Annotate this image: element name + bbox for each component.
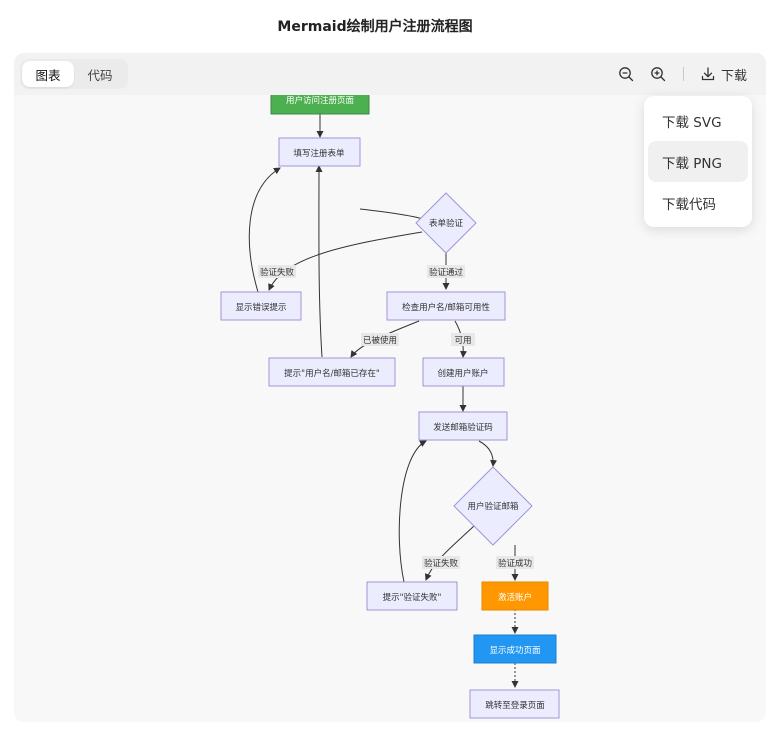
node-send-code[interactable] (418, 411, 508, 441)
menu-item-download-svg[interactable]: 下载 SVG (662, 114, 722, 131)
tab-code[interactable]: 代码 (87, 67, 113, 83)
node-login[interactable] (469, 689, 560, 719)
menu-item-download-code[interactable]: 下载代码 (662, 196, 716, 213)
node-create[interactable] (422, 357, 505, 387)
node-form-check-label: 表单验证 (429, 218, 464, 229)
flowchart-nodes: 用户访问注册页面 填写注册表单 表单验证 显示错误提示 检查用户名/邮箱可用性 … (220, 92, 560, 719)
node-exists-hint[interactable] (268, 357, 396, 387)
zoom-out-icon (619, 67, 634, 82)
edge-label-bg (451, 333, 475, 346)
menu-item-download-png[interactable]: 下载 PNG (648, 141, 748, 182)
download-menu: 下载 SVG 下载 PNG 下载代码 (644, 96, 752, 227)
node-fail-hint[interactable] (366, 581, 458, 611)
node-exists-hint-label: 提示"用户名/邮箱已存在" (284, 368, 380, 379)
view-switch: 图表 代码 (20, 59, 128, 89)
edge-label-bg (496, 556, 534, 569)
edge-verify-fail (424, 524, 476, 581)
edge-label-email-success: 验证成功 (498, 558, 532, 569)
node-start-label: 用户访问注册页面 (286, 95, 355, 106)
edge-label-bg (361, 333, 399, 346)
toolbar: 图表 代码 下载 (14, 53, 766, 95)
edge-label-available: 可用 (454, 336, 471, 346)
node-success-label: 显示成功页面 (489, 645, 541, 656)
node-success[interactable] (473, 634, 557, 664)
edge-label-form-fail: 验证失败 (260, 267, 295, 278)
flowchart-edge-labels: 验证失败 验证通过 已被使用 可用 验证失败 验证成功 (258, 265, 534, 569)
edge-label-bg (422, 556, 460, 569)
node-show-error[interactable] (220, 291, 302, 321)
node-create-label: 创建用户账户 (437, 368, 488, 379)
node-activate-label: 激活账户 (498, 592, 532, 603)
diagram-canvas: 验证失败 验证通过 已被使用 可用 验证失败 验证成功 用户访问注册页面 填写注… (14, 92, 766, 722)
edge-check-error (268, 231, 423, 291)
edge-error-fill (248, 167, 281, 293)
flowchart: 验证失败 验证通过 已被使用 可用 验证失败 验证成功 用户访问注册页面 填写注… (220, 92, 560, 719)
edge-fail-send (398, 440, 427, 583)
edge-label-used: 已被使用 (363, 335, 397, 346)
toolbar-divider (683, 67, 684, 81)
page-title: Mermaid绘制用户注册流程图 (277, 19, 473, 35)
edge-label-bg (258, 265, 296, 278)
tab-chart[interactable]: 图表 (22, 61, 74, 87)
node-verify-email[interactable] (453, 466, 533, 546)
edge-label-form-pass: 验证通过 (429, 267, 464, 278)
node-activate[interactable] (481, 581, 549, 611)
edge-send-verify (478, 440, 498, 467)
node-login-label: 跳转至登录页面 (485, 700, 545, 711)
node-fill-form[interactable] (278, 137, 361, 167)
zoom-out-button[interactable] (618, 64, 634, 84)
edge-label-email-fail: 验证失败 (424, 558, 459, 569)
download-label: 下载 (721, 68, 748, 84)
node-check-avail[interactable] (386, 291, 506, 321)
edge-exists-fill (315, 165, 323, 358)
zoom-in-icon (651, 67, 666, 82)
download-icon (701, 67, 715, 81)
edge-label-bg (427, 265, 465, 278)
node-check-avail-label: 检查用户名/邮箱可用性 (402, 302, 490, 313)
node-verify-email-label: 用户验证邮箱 (467, 501, 519, 512)
node-form-check[interactable] (415, 192, 477, 254)
zoom-in-button[interactable] (650, 64, 666, 84)
node-fail-hint-label: 提示"验证失败" (383, 592, 442, 603)
node-fill-form-label: 填写注册表单 (293, 148, 345, 159)
diagram-panel: 图表 代码 下载 (14, 53, 766, 722)
download-button[interactable]: 下载 (700, 64, 747, 84)
node-send-code-label: 发送邮箱验证码 (433, 422, 493, 433)
node-show-error-label: 显示错误提示 (235, 302, 286, 313)
